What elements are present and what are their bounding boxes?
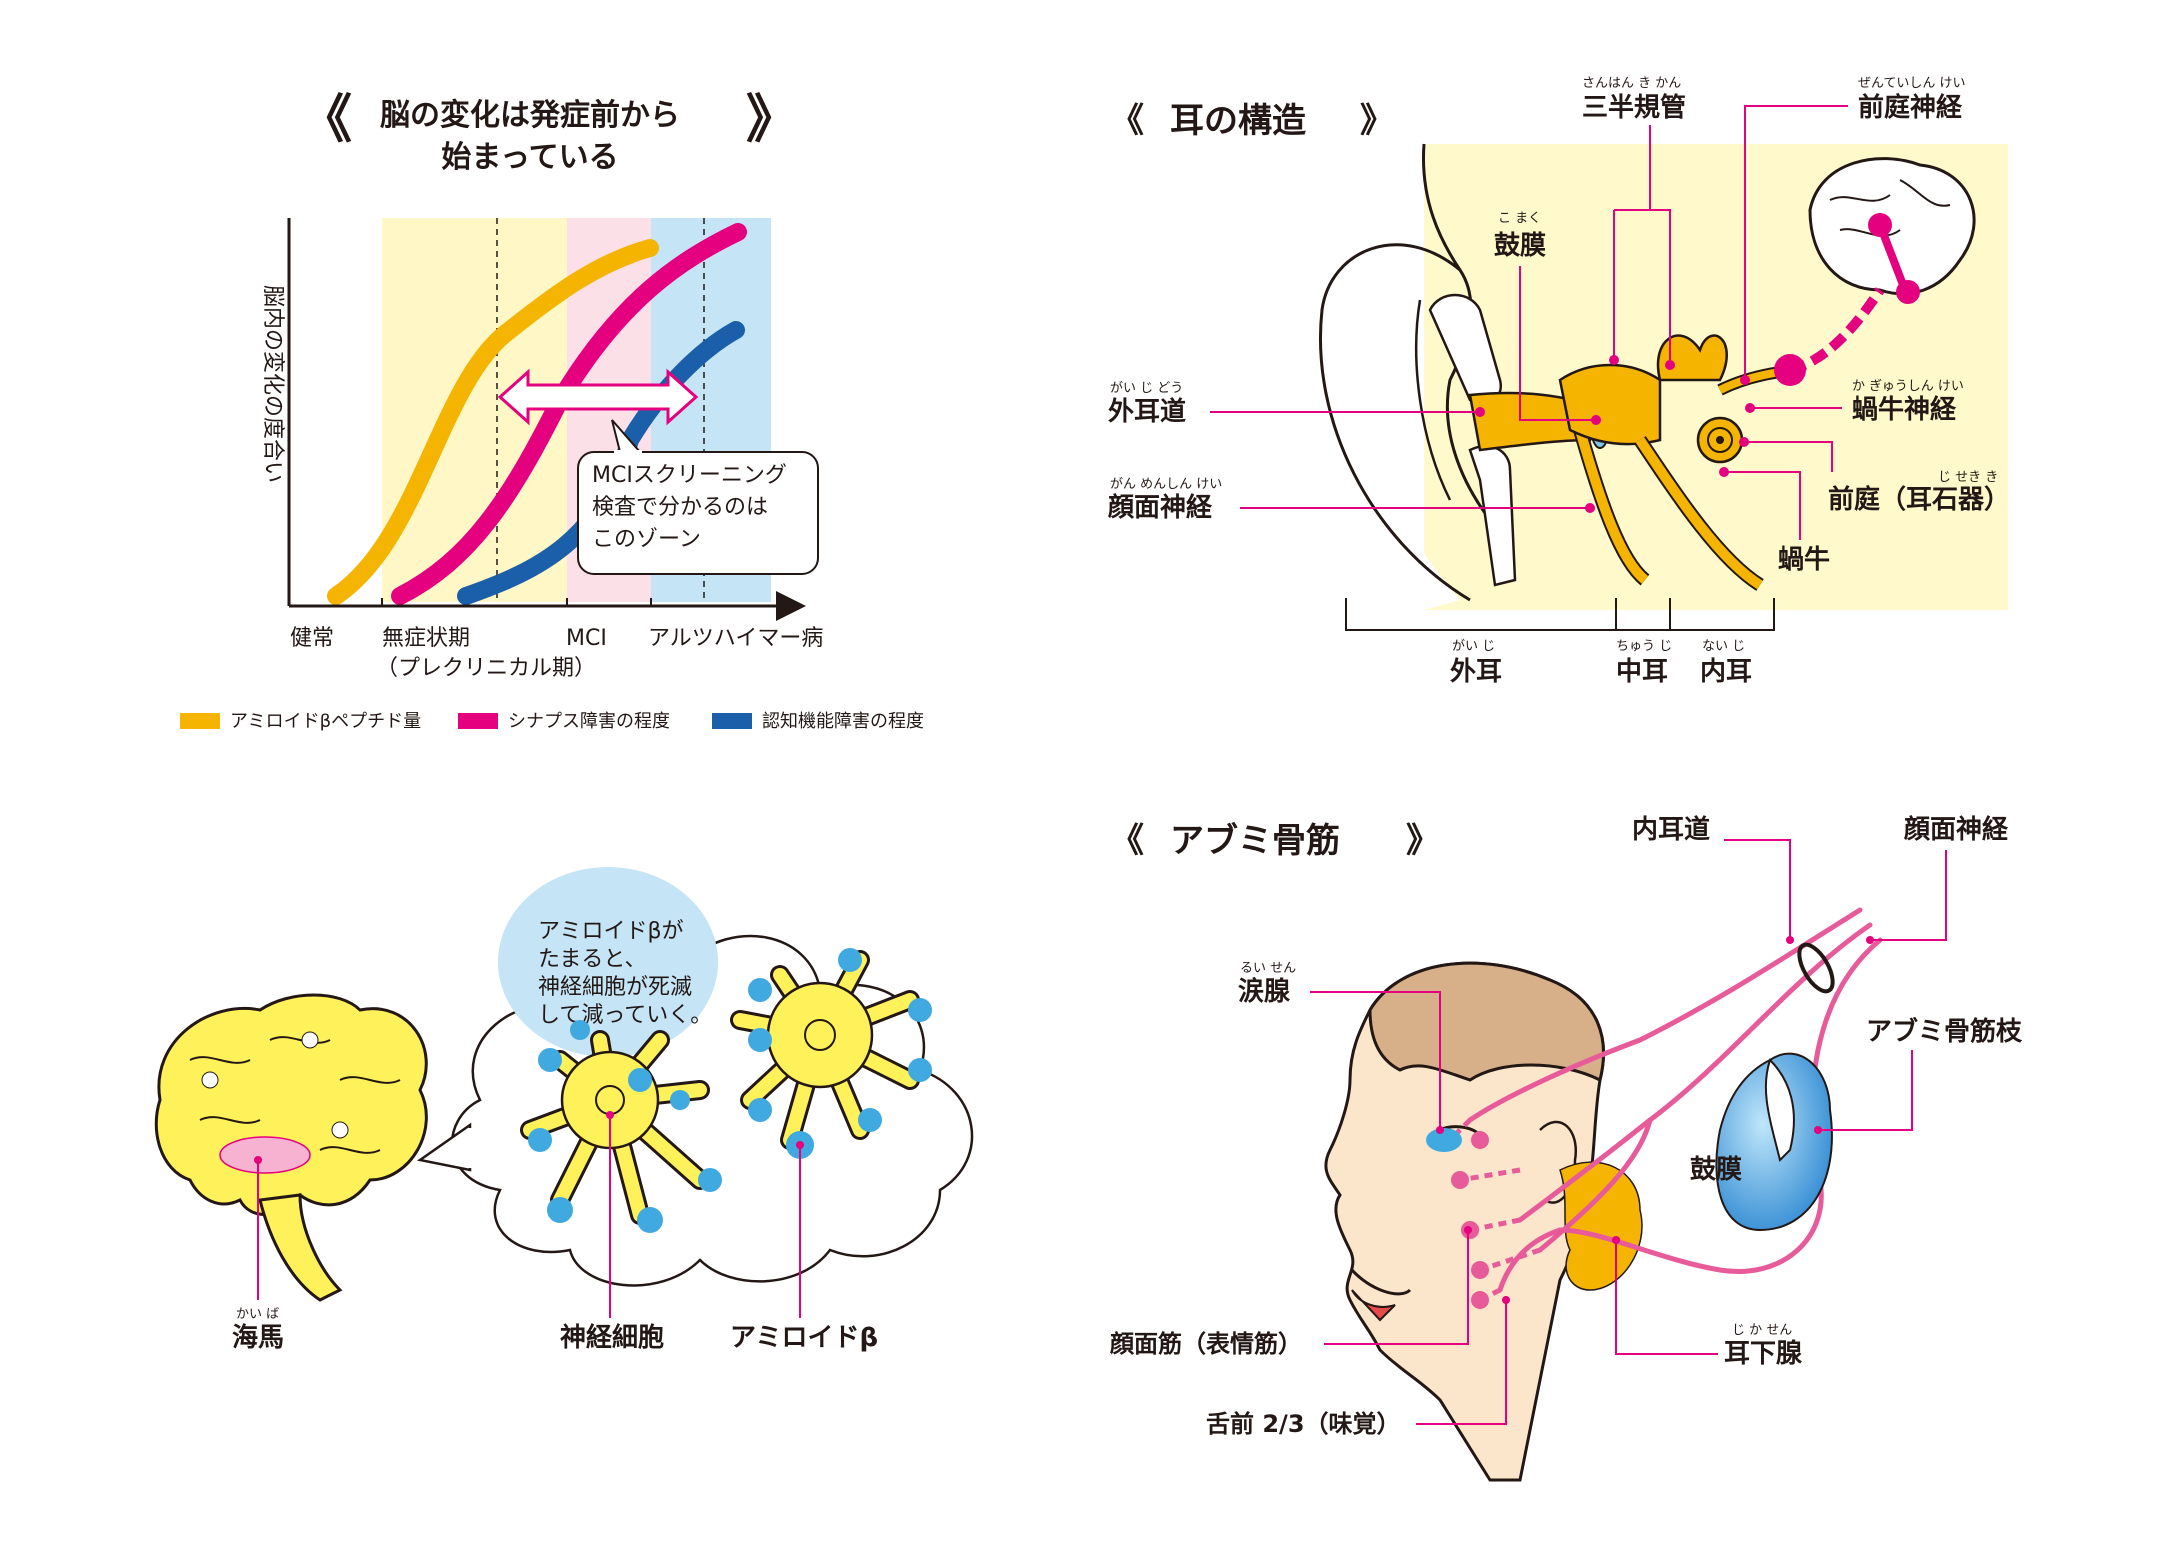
nerve-endpoints <box>1451 1131 1489 1309</box>
ruby-kaiba: かい ば <box>236 1307 279 1322</box>
panel-stapedius: 《 アブミ骨筋 》 <box>1109 814 2023 1482</box>
label-outer-ear: 外耳 <box>1450 657 1502 687</box>
label-vestibular-nerve: 前庭神経 <box>1858 92 1963 123</box>
bracket-right: 》 <box>746 90 798 150</box>
ruby-zentei-shinkei: ぜんていしん けい <box>1858 76 1965 91</box>
bubble-line2: たまると、 <box>538 947 646 972</box>
label-middle-ear: 中耳 <box>1616 657 1668 687</box>
panel-brain-change-chart: 《 》 脳の変化は発症前から 始まっている MCIスクリーニング 検査で分かるの… <box>180 90 924 732</box>
label-semicircular-canals: 三半規管 <box>1582 93 1686 123</box>
tick-asymptomatic: 無症状期 <box>382 626 470 651</box>
ruby-jikasen: じ か せん <box>1732 1323 1792 1338</box>
ruby-chuuji: ちゅう じ <box>1616 639 1672 654</box>
legend-swatch-amyloid <box>180 713 220 729</box>
legend-swatch-cognitive <box>712 713 752 729</box>
legend-synapse: シナプス障害の程度 <box>508 711 670 732</box>
tick-mci: MCI <box>566 626 607 651</box>
tick-preclinical: （プレクリニカル期） <box>376 656 596 681</box>
callout-line2: 検査で分かるのは <box>592 495 768 520</box>
brain-large <box>154 993 428 1216</box>
label-facial-nerve-2: 顔面神経 <box>1904 814 2009 845</box>
parotid-gland <box>1559 1161 1643 1291</box>
brainstem-dot <box>1774 354 1806 386</box>
brainstem <box>258 1193 343 1302</box>
callout-line1: MCIスクリーニング <box>592 463 787 488</box>
cloud-tail <box>416 1122 472 1172</box>
middle-ear-bone <box>1558 363 1662 446</box>
tick-healthy: 健常 <box>290 626 334 651</box>
legend-amyloid: アミロイドβペプチド量 <box>230 711 421 732</box>
legend-cognitive: 認知機能障害の程度 <box>762 711 924 732</box>
ruby-gaijidou: がい じ どう <box>1110 381 1183 396</box>
curve-amyloid <box>327 239 659 605</box>
stapedius-bracket-right: 》 <box>1406 821 1440 861</box>
brain-small <box>1808 157 1976 296</box>
ruby-sanhan: さんはん き かん <box>1582 76 1681 91</box>
label-amyloid: アミロイドβ <box>730 1323 878 1353</box>
label-eardrum: 鼓膜 <box>1494 231 1546 261</box>
ruby-komaku: こ まく <box>1498 211 1541 226</box>
label-facial-nerve: 顔面神経 <box>1108 492 1213 523</box>
auricle-outline <box>1319 143 1471 602</box>
zone-double-arrow <box>497 368 699 426</box>
ear-bracket-left: 《 <box>1110 101 1144 141</box>
label-lacrimal-gland: 涙腺 <box>1238 976 1291 1007</box>
ruby-ruisen: るい せん <box>1240 961 1296 976</box>
label-facial-muscles: 顔面筋（表情筋） <box>1109 1330 1302 1358</box>
ruby-ganmen-shinkei: がん めんしん けい <box>1110 477 1222 492</box>
eardrum-stapedius <box>1715 1052 1833 1232</box>
callout-line3: このゾーン <box>592 527 701 552</box>
stapedius-title: アブミ骨筋 <box>1170 821 1340 861</box>
ruby-gaiji: がい じ <box>1452 639 1495 654</box>
label-stapedius-branch: アブミ骨筋枝 <box>1866 1016 2023 1047</box>
facial-nerve <box>1575 428 1649 584</box>
facial-nerve-branches <box>1467 907 1883 1293</box>
label-hippocampus: 海馬 <box>232 1323 284 1353</box>
label-tongue-taste: 舌前 2/3（味覚） <box>1206 1410 1401 1438</box>
ear-title: 耳の構造 <box>1170 101 1306 141</box>
bracket-left: 《 <box>300 90 352 150</box>
hippocampus <box>219 1136 311 1174</box>
semicircular-canals <box>1656 334 1728 382</box>
label-internal-auditory-canal: 内耳道 <box>1632 814 1710 845</box>
panel-ear-structure: 《 耳の構造 》 <box>1108 76 2010 687</box>
info-bubble <box>498 867 718 1057</box>
ruby-zentei: じ せき き <box>1938 470 1998 485</box>
callout-box <box>577 451 819 575</box>
ear-division-bracket <box>1345 598 1775 631</box>
label-ear-canal: 外耳道 <box>1108 396 1186 427</box>
ruby-naiji: ない じ <box>1702 639 1745 654</box>
mouth <box>1351 1289 1396 1322</box>
legend-swatch-synapse <box>458 713 498 729</box>
bubble-line4: して減っていく。 <box>538 1003 712 1028</box>
label-vestibule: 前庭（耳石器） <box>1828 484 2010 515</box>
label-neuron: 神経細胞 <box>560 1322 664 1353</box>
chart-title-line2: 始まっている <box>441 140 618 175</box>
ear-bracket-right: 》 <box>1360 101 1394 141</box>
chart-title-line1: 脳の変化は発症前から <box>380 98 680 133</box>
label-cochlear-nerve: 蝸牛神経 <box>1852 394 1957 425</box>
ruby-kagyu-shinkei: か ぎゅうしん けい <box>1852 379 1964 394</box>
internal-auditory-canal-ring <box>1797 942 1835 994</box>
lacrimal-gland <box>1426 1128 1462 1152</box>
label-parotid-gland: 耳下腺 <box>1724 1339 1803 1369</box>
hair <box>1368 961 1605 1083</box>
y-axis-label: 脳内の変化の度合い <box>260 285 285 483</box>
bubble-line3: 神経細胞が死滅 <box>538 975 692 1000</box>
label-inner-ear: 内耳 <box>1700 657 1752 687</box>
stapedius-bracket-left: 《 <box>1110 821 1144 861</box>
label-eardrum-2: 鼓膜 <box>1690 1155 1742 1185</box>
neuron-right <box>730 950 920 1150</box>
label-cochlea: 蝸牛 <box>1778 545 1830 575</box>
panel-amyloid-neurons: アミロイドβが たまると、 神経細胞が死滅 して減っていく。 <box>154 867 974 1353</box>
tick-alzheimer: アルツハイマー病 <box>648 626 823 651</box>
bubble-line1: アミロイドβが <box>538 919 684 944</box>
